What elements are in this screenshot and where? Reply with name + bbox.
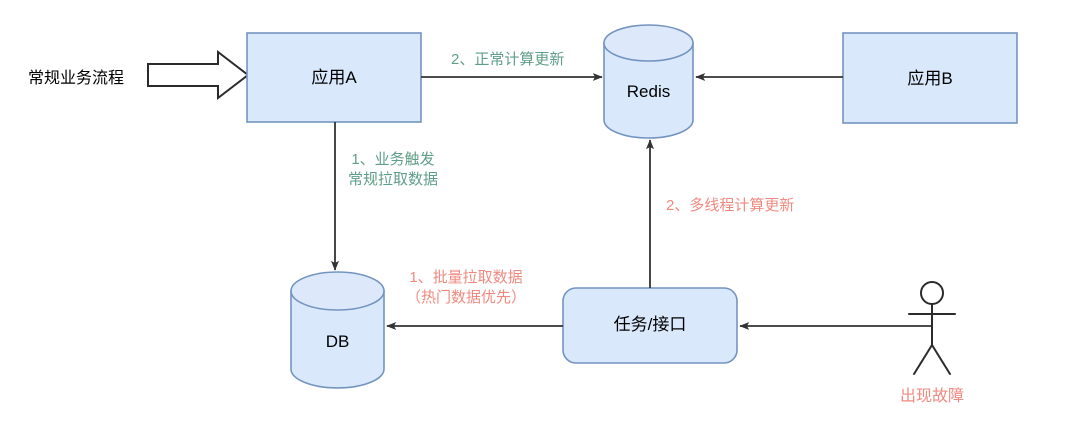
edge-label-app-a-to-redis: 2、正常计算更新 xyxy=(449,50,567,71)
node-app-b-shape[interactable] xyxy=(842,32,1018,124)
edge-label-task-api-to-redis: 2、多线程计算更新 xyxy=(664,196,797,217)
edge-label-app-a-to-db: 1、业务触发 常规拉取数据 xyxy=(346,150,441,191)
actor-stick-figure-icon[interactable] xyxy=(908,281,956,375)
actor-fault-label: 出现故障 xyxy=(899,388,964,405)
node-app-a-shape[interactable] xyxy=(246,32,422,123)
entry-flow-label: 常规业务流程 xyxy=(28,70,125,87)
edge-label-task-api-to-db: 1、批量拉取数据 （热门数据优先） xyxy=(404,268,529,309)
node-db-shape[interactable] xyxy=(290,271,385,389)
node-task-api-shape[interactable] xyxy=(562,287,738,364)
node-redis-shape[interactable] xyxy=(603,24,694,139)
entry-block-arrow-icon xyxy=(147,49,250,101)
